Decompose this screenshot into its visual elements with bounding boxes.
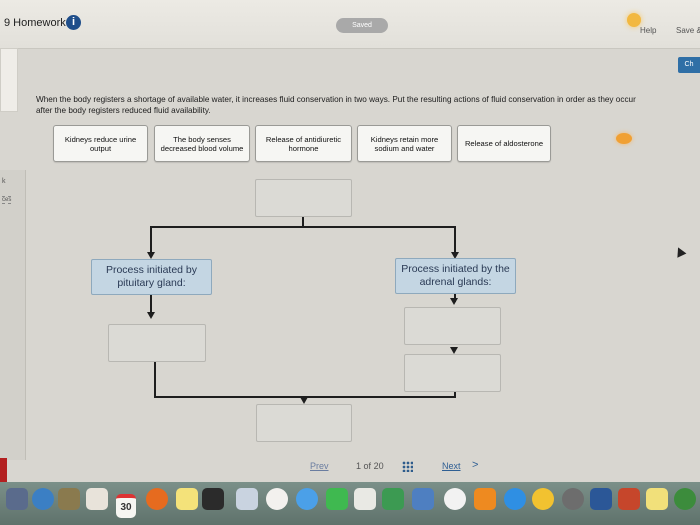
left-panel-label-ces[interactable]: ces — [2, 196, 12, 204]
chip-label: Release of antidiuretic hormone — [265, 134, 342, 153]
arrow-down-icon — [450, 298, 458, 305]
help-button[interactable]: Help — [640, 26, 657, 35]
music-icon[interactable] — [444, 488, 466, 510]
connector-line — [454, 392, 456, 397]
chip-label: Kidneys reduce urine output — [64, 134, 137, 153]
process-label-adrenal: Process initiated by the adrenal glands: — [401, 263, 510, 288]
check-my-work-button[interactable]: Ch — [678, 57, 700, 73]
process-label-pituitary: Process initiated by pituitary gland: — [105, 264, 198, 289]
pages-icon[interactable] — [354, 488, 376, 510]
assignment-title: 9 Homework — [4, 17, 66, 29]
left-panel-label-k: k — [2, 178, 6, 185]
chevron-right-icon[interactable]: > — [472, 459, 479, 471]
messages-icon[interactable] — [296, 488, 318, 510]
question-text: When the body registers a shortage of av… — [36, 95, 636, 115]
connector-line — [302, 217, 304, 227]
page-of: of — [363, 461, 372, 471]
arrow-down-icon — [300, 397, 308, 404]
app-store-icon[interactable] — [504, 488, 526, 510]
arrow-down-icon — [451, 252, 459, 259]
launchpad-icon[interactable] — [6, 488, 28, 510]
chip-body-senses-decreased-blood-volume[interactable]: The body senses decreased blood volume — [154, 125, 250, 162]
chip-release-of-antidiuretic-hormone[interactable]: Release of antidiuretic hormone — [255, 125, 352, 162]
question-grid-icon[interactable] — [402, 461, 413, 472]
drop-zone-adrenal-2[interactable] — [404, 354, 501, 392]
powerpoint-icon[interactable] — [618, 488, 640, 510]
drop-zone-final[interactable] — [256, 404, 352, 442]
drop-zone-adrenal-1[interactable] — [404, 307, 501, 345]
process-box-pituitary: Process initiated by pituitary gland: — [91, 259, 212, 295]
mouse-cursor-icon — [673, 245, 687, 258]
notes-icon[interactable] — [176, 488, 198, 510]
chip-label: Release of aldosterone — [464, 139, 544, 148]
contacts-icon[interactable] — [86, 488, 108, 510]
photos-icon[interactable] — [266, 488, 288, 510]
process-box-adrenal: Process initiated by the adrenal glands: — [395, 258, 516, 294]
arrow-down-icon — [450, 347, 458, 354]
settings-icon[interactable] — [562, 488, 584, 510]
info-icon[interactable]: i — [66, 15, 81, 30]
arrow-down-icon — [147, 312, 155, 319]
connector-line — [150, 226, 152, 254]
chip-release-of-aldosterone[interactable]: Release of aldosterone — [457, 125, 551, 162]
page-indicator: 1 of 20 — [356, 461, 384, 471]
prev-button[interactable]: Prev — [310, 461, 329, 471]
calendar-icon[interactable]: 30 — [116, 494, 136, 518]
activity-monitor-icon[interactable] — [202, 488, 224, 510]
connector-line — [150, 295, 152, 313]
drop-zone-start[interactable] — [255, 179, 352, 217]
safari-icon[interactable] — [32, 488, 54, 510]
drop-zone-pituitary-1[interactable] — [108, 324, 206, 362]
stickies-icon[interactable] — [646, 488, 668, 510]
side-tab[interactable] — [0, 48, 18, 112]
chrome-icon[interactable] — [532, 488, 554, 510]
facetime-icon[interactable] — [326, 488, 348, 510]
wifi-icon[interactable] — [674, 488, 696, 510]
firefox-icon[interactable] — [146, 488, 168, 510]
next-button[interactable]: Next — [442, 461, 461, 471]
preview-icon[interactable] — [58, 488, 80, 510]
page-current: 1 — [356, 461, 362, 471]
red-indicator-strip — [0, 458, 7, 484]
word-icon[interactable] — [590, 488, 612, 510]
connector-line — [154, 362, 156, 397]
chip-kidneys-retain-more-sodium-and-water[interactable]: Kidneys retain more sodium and water — [357, 125, 452, 162]
chip-kidneys-reduce-urine-output[interactable]: Kidneys reduce urine output — [53, 125, 148, 162]
connector-line — [150, 226, 456, 228]
books-icon[interactable] — [474, 488, 496, 510]
saved-status-badge: Saved — [336, 18, 388, 33]
numbers-icon[interactable] — [382, 488, 404, 510]
arrow-down-icon — [147, 252, 155, 259]
save-and-exit-button[interactable]: Save & — [676, 26, 700, 35]
page-total: 20 — [373, 461, 384, 471]
highlight-marker-icon — [616, 133, 632, 144]
maps-icon[interactable] — [236, 488, 258, 510]
help-glow-icon[interactable] — [627, 13, 641, 27]
left-navigation-panel — [0, 170, 26, 460]
chip-label: The body senses decreased blood volume — [160, 134, 244, 153]
chip-label: Kidneys retain more sodium and water — [370, 134, 439, 153]
connector-line — [454, 226, 456, 254]
keynote-icon[interactable] — [412, 488, 434, 510]
